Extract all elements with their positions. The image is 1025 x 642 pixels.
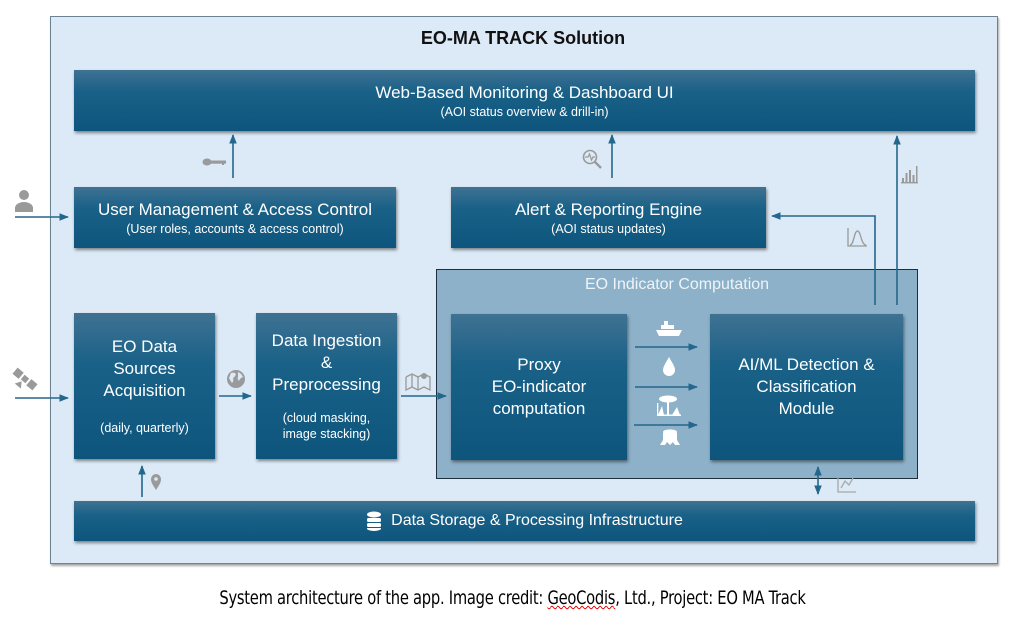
- caption-credit: GeoCodis: [547, 587, 616, 609]
- eo-sources-box: EO Data Sources Acquisition (daily, quar…: [74, 313, 215, 459]
- dashboard-ui-box: Web-Based Monitoring & Dashboard UI (AOI…: [74, 70, 975, 131]
- caption-text-after: , Ltd., Project: EO MA Track: [615, 587, 806, 609]
- figure-caption: System architecture of the app. Image cr…: [72, 587, 954, 609]
- tree-stump-icon: [660, 429, 680, 445]
- proxy-title-3: computation: [492, 399, 586, 418]
- alert-engine-subtitle: (AOI status updates): [551, 221, 666, 236]
- proxy-indicator-box: Proxy EO-indicator computation: [451, 314, 627, 460]
- scatter-chart-icon: [837, 477, 856, 493]
- eo-sources-title-2: Sources: [113, 359, 176, 378]
- forest-icon: [657, 395, 681, 416]
- eo-indicator-group-label: EO Indicator Computation: [584, 276, 770, 293]
- water-drop-icon: [663, 357, 675, 376]
- dashboard-title: Web-Based Monitoring & Dashboard UI: [375, 82, 674, 102]
- search-analytics-icon: [582, 149, 602, 169]
- ingestion-subtitle-2: image stacking): [282, 427, 371, 441]
- eo-sources-title-1: EO Data: [111, 337, 178, 356]
- eo-sources-subtitle: (daily, quarterly): [100, 421, 189, 435]
- database-icon: [367, 511, 382, 531]
- arrow-aiml-to-alert: [771, 212, 876, 305]
- aiml-title-3: Module: [778, 399, 835, 418]
- satellite-icon: [12, 367, 38, 391]
- alert-engine-title: Alert & Reporting Engine: [514, 199, 703, 219]
- aiml-title-2: Classification: [756, 377, 857, 396]
- caption-text-before: System architecture of the app. Image cr…: [219, 587, 548, 609]
- bell-curve-chart-icon: [847, 228, 867, 247]
- aiml-title-1: AI/ML Detection &: [738, 355, 875, 374]
- key-icon: [202, 158, 226, 166]
- storage-title: Data Storage & Processing Infrastructure: [391, 512, 683, 529]
- location-pin-icon: [151, 474, 161, 490]
- aiml-module-box: AI/ML Detection & Classification Module: [710, 314, 903, 460]
- dashboard-subtitle: (AOI status overview & drill-in): [440, 104, 609, 119]
- eo-sources-title-3: Acquisition: [103, 381, 186, 400]
- map-icon: [405, 373, 431, 392]
- ingestion-title-1: Data Ingestion: [271, 331, 382, 350]
- bar-chart-icon: [901, 166, 918, 184]
- user-management-title: User Management & Access Control: [97, 199, 372, 219]
- diagram-title: EO-MA TRACK Solution: [420, 28, 626, 48]
- user-icon: [15, 190, 33, 212]
- proxy-title-1: Proxy: [517, 355, 561, 374]
- ingestion-box: Data Ingestion & Preprocessing (cloud ma…: [256, 313, 397, 459]
- ship-icon: [656, 321, 682, 336]
- user-management-subtitle: (User roles, accounts & access control): [126, 221, 344, 236]
- ingestion-title-2: &: [320, 353, 333, 372]
- globe-icon: [227, 370, 245, 388]
- ingestion-subtitle-1: (cloud masking,: [282, 411, 371, 425]
- user-management-box: User Management & Access Control (User r…: [74, 187, 396, 248]
- storage-box: Data Storage & Processing Infrastructure: [74, 501, 975, 541]
- proxy-title-2: EO-indicator: [491, 377, 587, 396]
- ingestion-title-3: Preprocessing: [272, 375, 381, 394]
- alert-engine-box: Alert & Reporting Engine (AOI status upd…: [451, 187, 766, 248]
